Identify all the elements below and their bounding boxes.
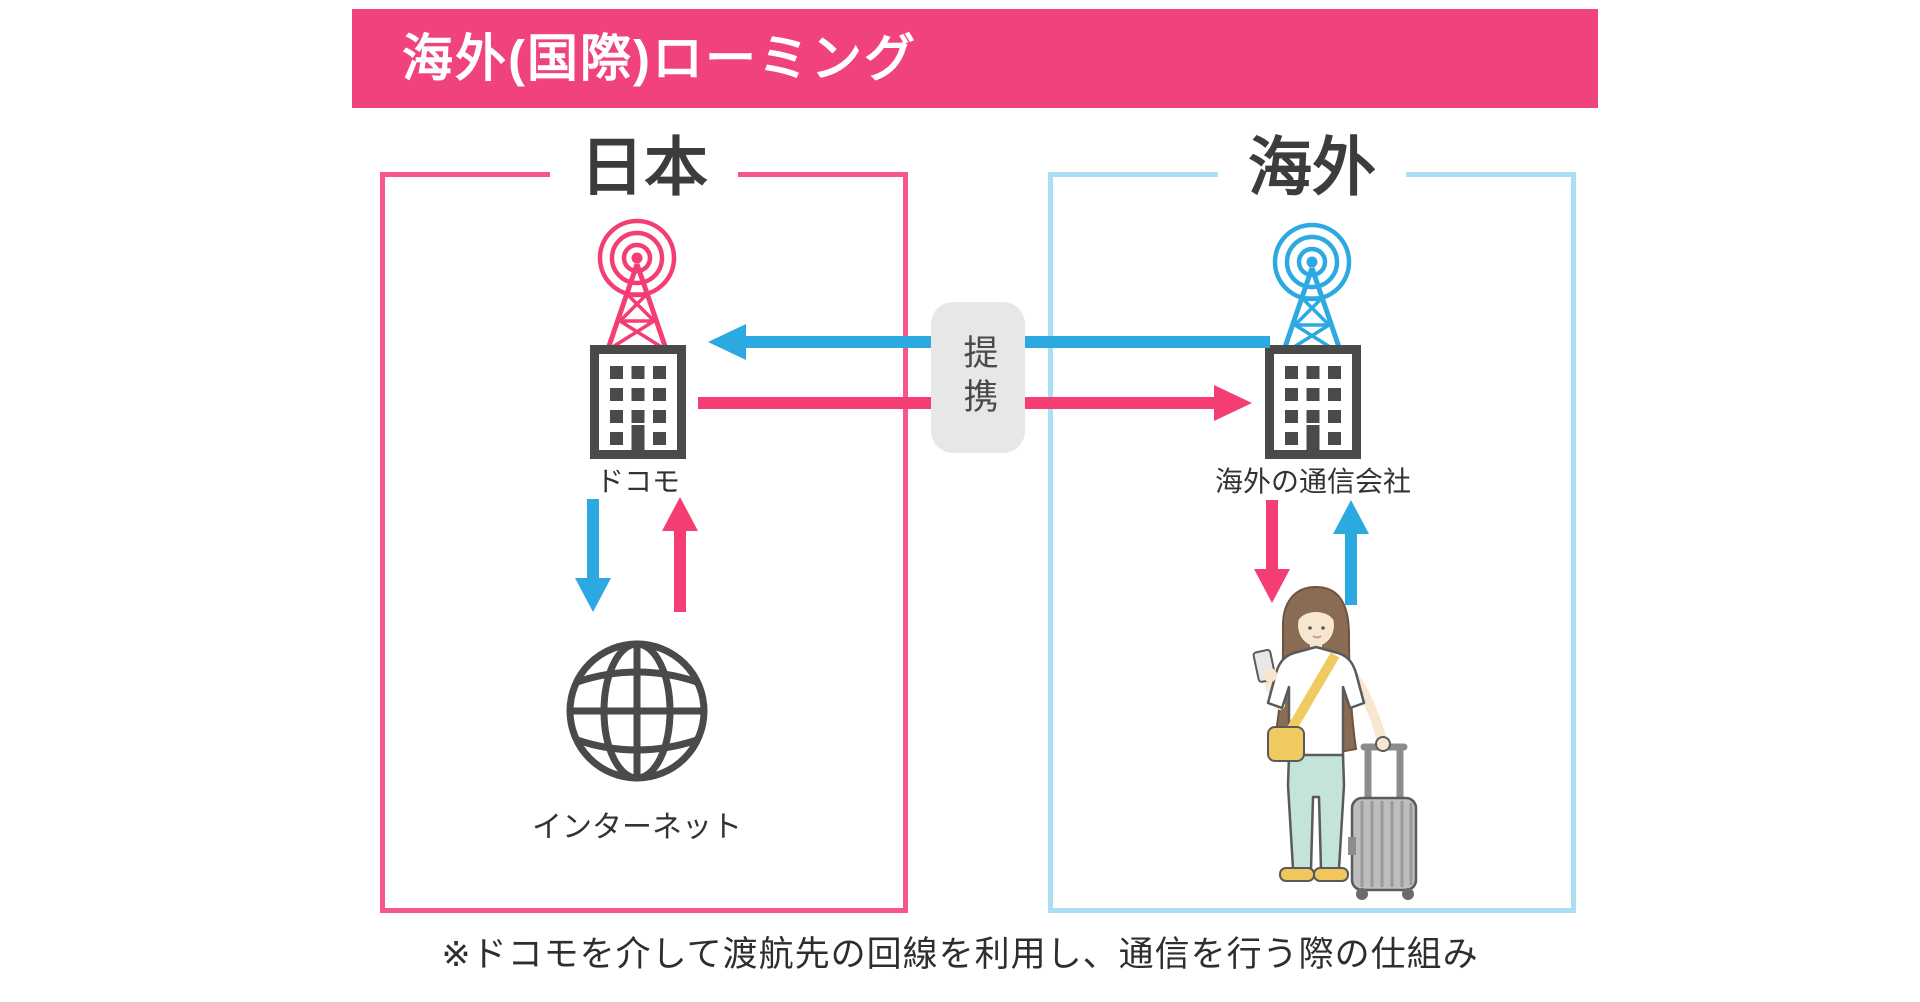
arrow-head bbox=[708, 324, 746, 360]
arrow-down-blue-icon bbox=[575, 499, 611, 612]
arrow-up-pink-icon bbox=[662, 497, 698, 612]
arrow-head bbox=[662, 497, 698, 531]
bag-strap bbox=[1283, 652, 1340, 738]
arrow-shaft bbox=[1266, 500, 1278, 569]
suitcase bbox=[1348, 796, 1418, 900]
building-windows bbox=[1285, 366, 1341, 455]
building-door bbox=[1306, 425, 1320, 455]
traveler-face bbox=[1298, 604, 1334, 646]
arrow-shaft bbox=[587, 499, 599, 578]
internet-label: インターネット bbox=[532, 811, 742, 844]
building-door bbox=[631, 425, 645, 455]
overseas-panel: 海外 海外の通信会社 bbox=[1048, 132, 1576, 913]
overseas-panel-title: 海外 bbox=[1218, 132, 1406, 203]
arrow-up-blue-icon bbox=[1333, 500, 1369, 605]
overseas-carrier-label: 海外の通信会社 bbox=[1214, 466, 1411, 497]
globe-icon bbox=[566, 640, 708, 782]
docomo-building-icon bbox=[590, 345, 686, 459]
radio-tower-icon bbox=[597, 218, 677, 350]
building-windows bbox=[610, 366, 666, 455]
arrow-head bbox=[1254, 569, 1290, 603]
header-bar: 海外(国際)ローミング bbox=[352, 9, 1598, 108]
partnership-label: 提携 bbox=[958, 333, 998, 422]
docomo-label: ドコモ bbox=[595, 466, 680, 497]
shoulder-bag bbox=[1267, 726, 1305, 762]
japan-panel-title: 日本 bbox=[550, 132, 738, 203]
radio-tower-icon bbox=[1272, 222, 1352, 354]
page-title: 海外(国際)ローミング bbox=[402, 30, 917, 87]
japan-panel: 日本 ドコモ bbox=[380, 132, 908, 913]
footnote: ※ドコモを介して渡航先の回線を利用し、通信を行う際の仕組み bbox=[441, 935, 1479, 974]
arrow-head bbox=[1214, 385, 1252, 421]
traveler-illustration bbox=[1252, 585, 1418, 900]
arrow-shaft bbox=[1345, 534, 1357, 605]
traveler-pants bbox=[1286, 753, 1346, 871]
arrow-head bbox=[1333, 500, 1369, 534]
arrow-down-pink-icon bbox=[1254, 500, 1290, 603]
arrow-head bbox=[575, 578, 611, 612]
arrow-shaft bbox=[674, 531, 686, 612]
overseas-carrier-building-icon bbox=[1265, 345, 1361, 459]
partnership-badge: 提携 bbox=[931, 302, 1025, 453]
